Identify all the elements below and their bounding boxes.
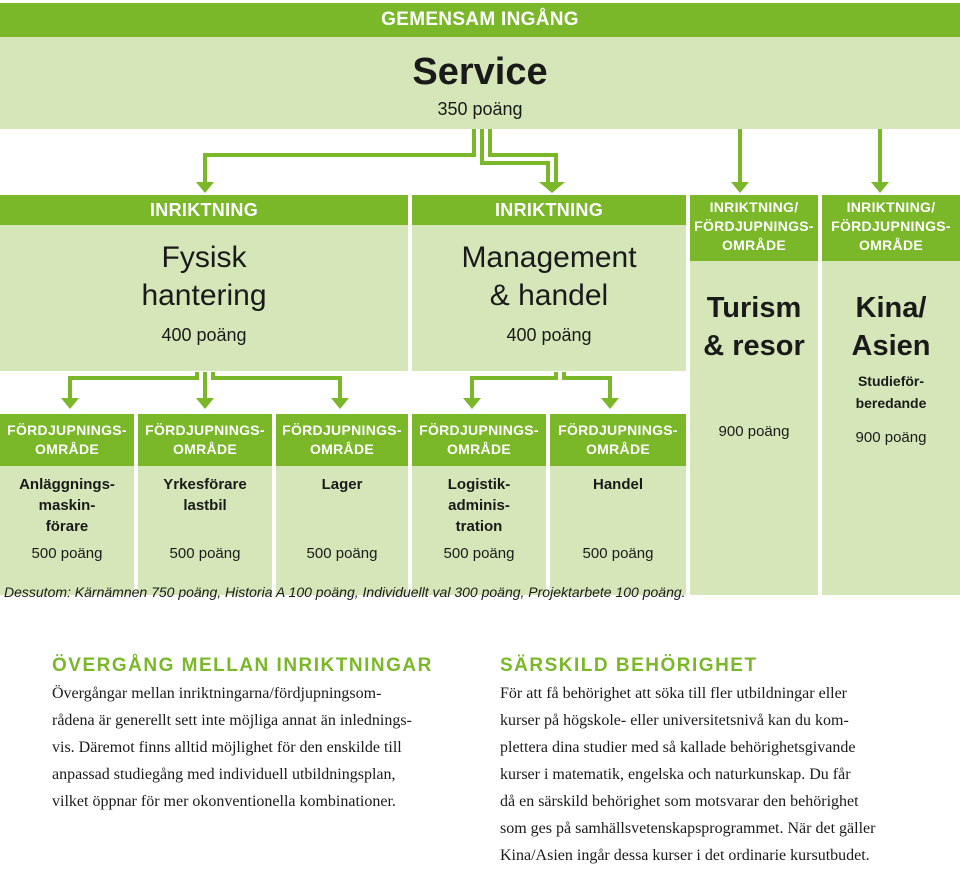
spec-header-line: OMRÅDE — [34, 441, 100, 457]
branch-title: hantering — [141, 279, 267, 312]
spec-header-line: FÖRDJUPNINGS- — [419, 422, 539, 438]
spec-lager: FÖRDJUPNINGS- OMRÅDE Lager 500 poäng — [276, 414, 408, 595]
spec-name: Handel — [592, 476, 643, 493]
info-line: Kina/Asien ingår dessa kurser i det ordi… — [500, 847, 870, 864]
branch-header-line: INRIKTNING/ — [846, 199, 936, 215]
branch-title: Fysisk — [161, 241, 247, 274]
info-line: vilket öppnar för mer okonventionella ko… — [52, 793, 396, 810]
spec-name: lastbil — [183, 497, 227, 514]
branch-header-line: OMRÅDE — [721, 237, 787, 253]
info-heading: SÄRSKILD BEHÖRIGHET — [500, 655, 758, 676]
spec-name: tration — [455, 518, 503, 535]
spec-header-line: FÖRDJUPNINGS- — [145, 422, 265, 438]
info-line: som ges på samhällsvetenskapsprogrammet.… — [500, 820, 876, 837]
spec-header-line: OMRÅDE — [446, 441, 512, 457]
service-points: 350 poäng — [437, 99, 523, 119]
spec-name: Lager — [321, 476, 363, 493]
branch-fysisk-hantering: INRIKTNING Fysisk hantering 400 poäng — [0, 195, 408, 371]
info-line: anpassad studiegång med individuell utbi… — [52, 766, 396, 783]
common-entry-header: GEMENSAM INGÅNG — [0, 3, 960, 37]
info-line: kurser i matematik, engelska och naturku… — [500, 766, 851, 783]
info-line: plettera dina studier med så kallade beh… — [500, 739, 856, 756]
spec-name: Yrkesförare — [163, 476, 247, 493]
service-panel: Service 350 poäng — [0, 37, 960, 129]
spec-header: FÖRDJUPNINGS- OMRÅDE — [550, 414, 686, 466]
spec-yrkesforare-lastbil: FÖRDJUPNINGS- OMRÅDE Yrkesförare lastbil… — [138, 414, 272, 595]
spec-header-line: OMRÅDE — [309, 441, 375, 457]
branch-header-line: INRIKTNING/ — [709, 199, 799, 215]
branch-points: 900 poäng — [718, 423, 790, 440]
footnote: Dessutom: Kärnämnen 750 poäng, Historia … — [4, 584, 686, 600]
branch-points: 400 poäng — [161, 325, 247, 345]
info-line: vis. Däremot finns alltid möjlighet för … — [52, 739, 402, 756]
spec-header: FÖRDJUPNINGS- OMRÅDE — [138, 414, 272, 466]
branch-turism-resor: INRIKTNING/ FÖRDJUPNINGS- OMRÅDE Turism … — [690, 195, 818, 595]
info-transition: ÖVERGÅNG MELLAN INRIKTNINGAR Övergångar … — [52, 655, 492, 815]
spec-name: adminis- — [448, 497, 510, 514]
branch-title: Asien — [851, 330, 931, 362]
service-title: Service — [412, 51, 548, 93]
info-line: kurser på högskole- eller universitetsni… — [500, 712, 849, 729]
info-body: Övergångar mellan inriktningarna/fördjup… — [52, 680, 492, 815]
spec-points: 500 poäng — [306, 545, 378, 562]
spec-name: förare — [45, 518, 89, 535]
branch-title: Management — [461, 241, 637, 274]
branch-header-line: FÖRDJUPNINGS- — [831, 218, 951, 234]
spec-logistikadministration: FÖRDJUPNINGS- OMRÅDE Logistik- adminis- … — [412, 414, 546, 595]
spec-header-line: FÖRDJUPNINGS- — [558, 422, 678, 438]
spec-name: maskin- — [38, 497, 96, 514]
spec-points: 500 poäng — [169, 545, 241, 562]
branch-header-line: FÖRDJUPNINGS- — [694, 218, 814, 234]
branch-kina-asien: INRIKTNING/ FÖRDJUPNINGS- OMRÅDE Kina/ A… — [822, 195, 960, 595]
branch-management-handel: INRIKTNING Management & handel 400 poäng — [412, 195, 686, 371]
branch-points: 400 poäng — [506, 325, 592, 345]
spec-anlaggningsmaskinforare: FÖRDJUPNINGS- OMRÅDE Anläggnings- maskin… — [0, 414, 134, 595]
branch-header: INRIKTNING — [0, 195, 408, 225]
spec-header-line: FÖRDJUPNINGS- — [282, 422, 402, 438]
info-line: då en särskild behörighet som motsvarar … — [500, 793, 859, 810]
branch-title: & resor — [703, 330, 805, 362]
spec-points: 500 poäng — [443, 545, 515, 562]
branch-points: 900 poäng — [855, 429, 927, 446]
branch-title: Turism — [706, 292, 802, 324]
spec-points: 500 poäng — [582, 545, 654, 562]
spec-handel: FÖRDJUPNINGS- OMRÅDE Handel 500 poäng — [550, 414, 686, 595]
info-body: För att få behörighet att söka till fler… — [500, 680, 955, 869]
info-line: rådena är generellt sett inte möjliga an… — [52, 712, 412, 729]
info-line: För att få behörighet att söka till fler… — [500, 685, 848, 702]
spec-name: Logistik- — [447, 476, 511, 493]
branch-note: beredande — [855, 395, 927, 411]
spec-name: Anläggnings- — [19, 476, 115, 493]
branch-title: Kina/ — [855, 292, 927, 324]
info-eligibility: SÄRSKILD BEHÖRIGHET För att få behörighe… — [500, 655, 955, 869]
branch-title: & handel — [489, 279, 609, 312]
spec-header-line: OMRÅDE — [172, 441, 238, 457]
spec-points: 500 poäng — [31, 545, 103, 562]
spec-header: FÖRDJUPNINGS- OMRÅDE — [276, 414, 408, 466]
branch-header: INRIKTNING/ FÖRDJUPNINGS- OMRÅDE — [822, 195, 960, 261]
info-line: Övergångar mellan inriktningarna/fördjup… — [52, 685, 382, 702]
branch-note: Studieför- — [857, 373, 925, 389]
branch-header: INRIKTNING — [412, 195, 686, 225]
branch-header-line: OMRÅDE — [858, 237, 924, 253]
spec-header: FÖRDJUPNINGS- OMRÅDE — [0, 414, 134, 466]
spec-header-line: OMRÅDE — [585, 441, 651, 457]
spec-header: FÖRDJUPNINGS- OMRÅDE — [412, 414, 546, 466]
spec-header-line: FÖRDJUPNINGS- — [7, 422, 127, 438]
info-heading: ÖVERGÅNG MELLAN INRIKTNINGAR — [52, 655, 433, 676]
branch-header: INRIKTNING/ FÖRDJUPNINGS- OMRÅDE — [690, 195, 818, 261]
